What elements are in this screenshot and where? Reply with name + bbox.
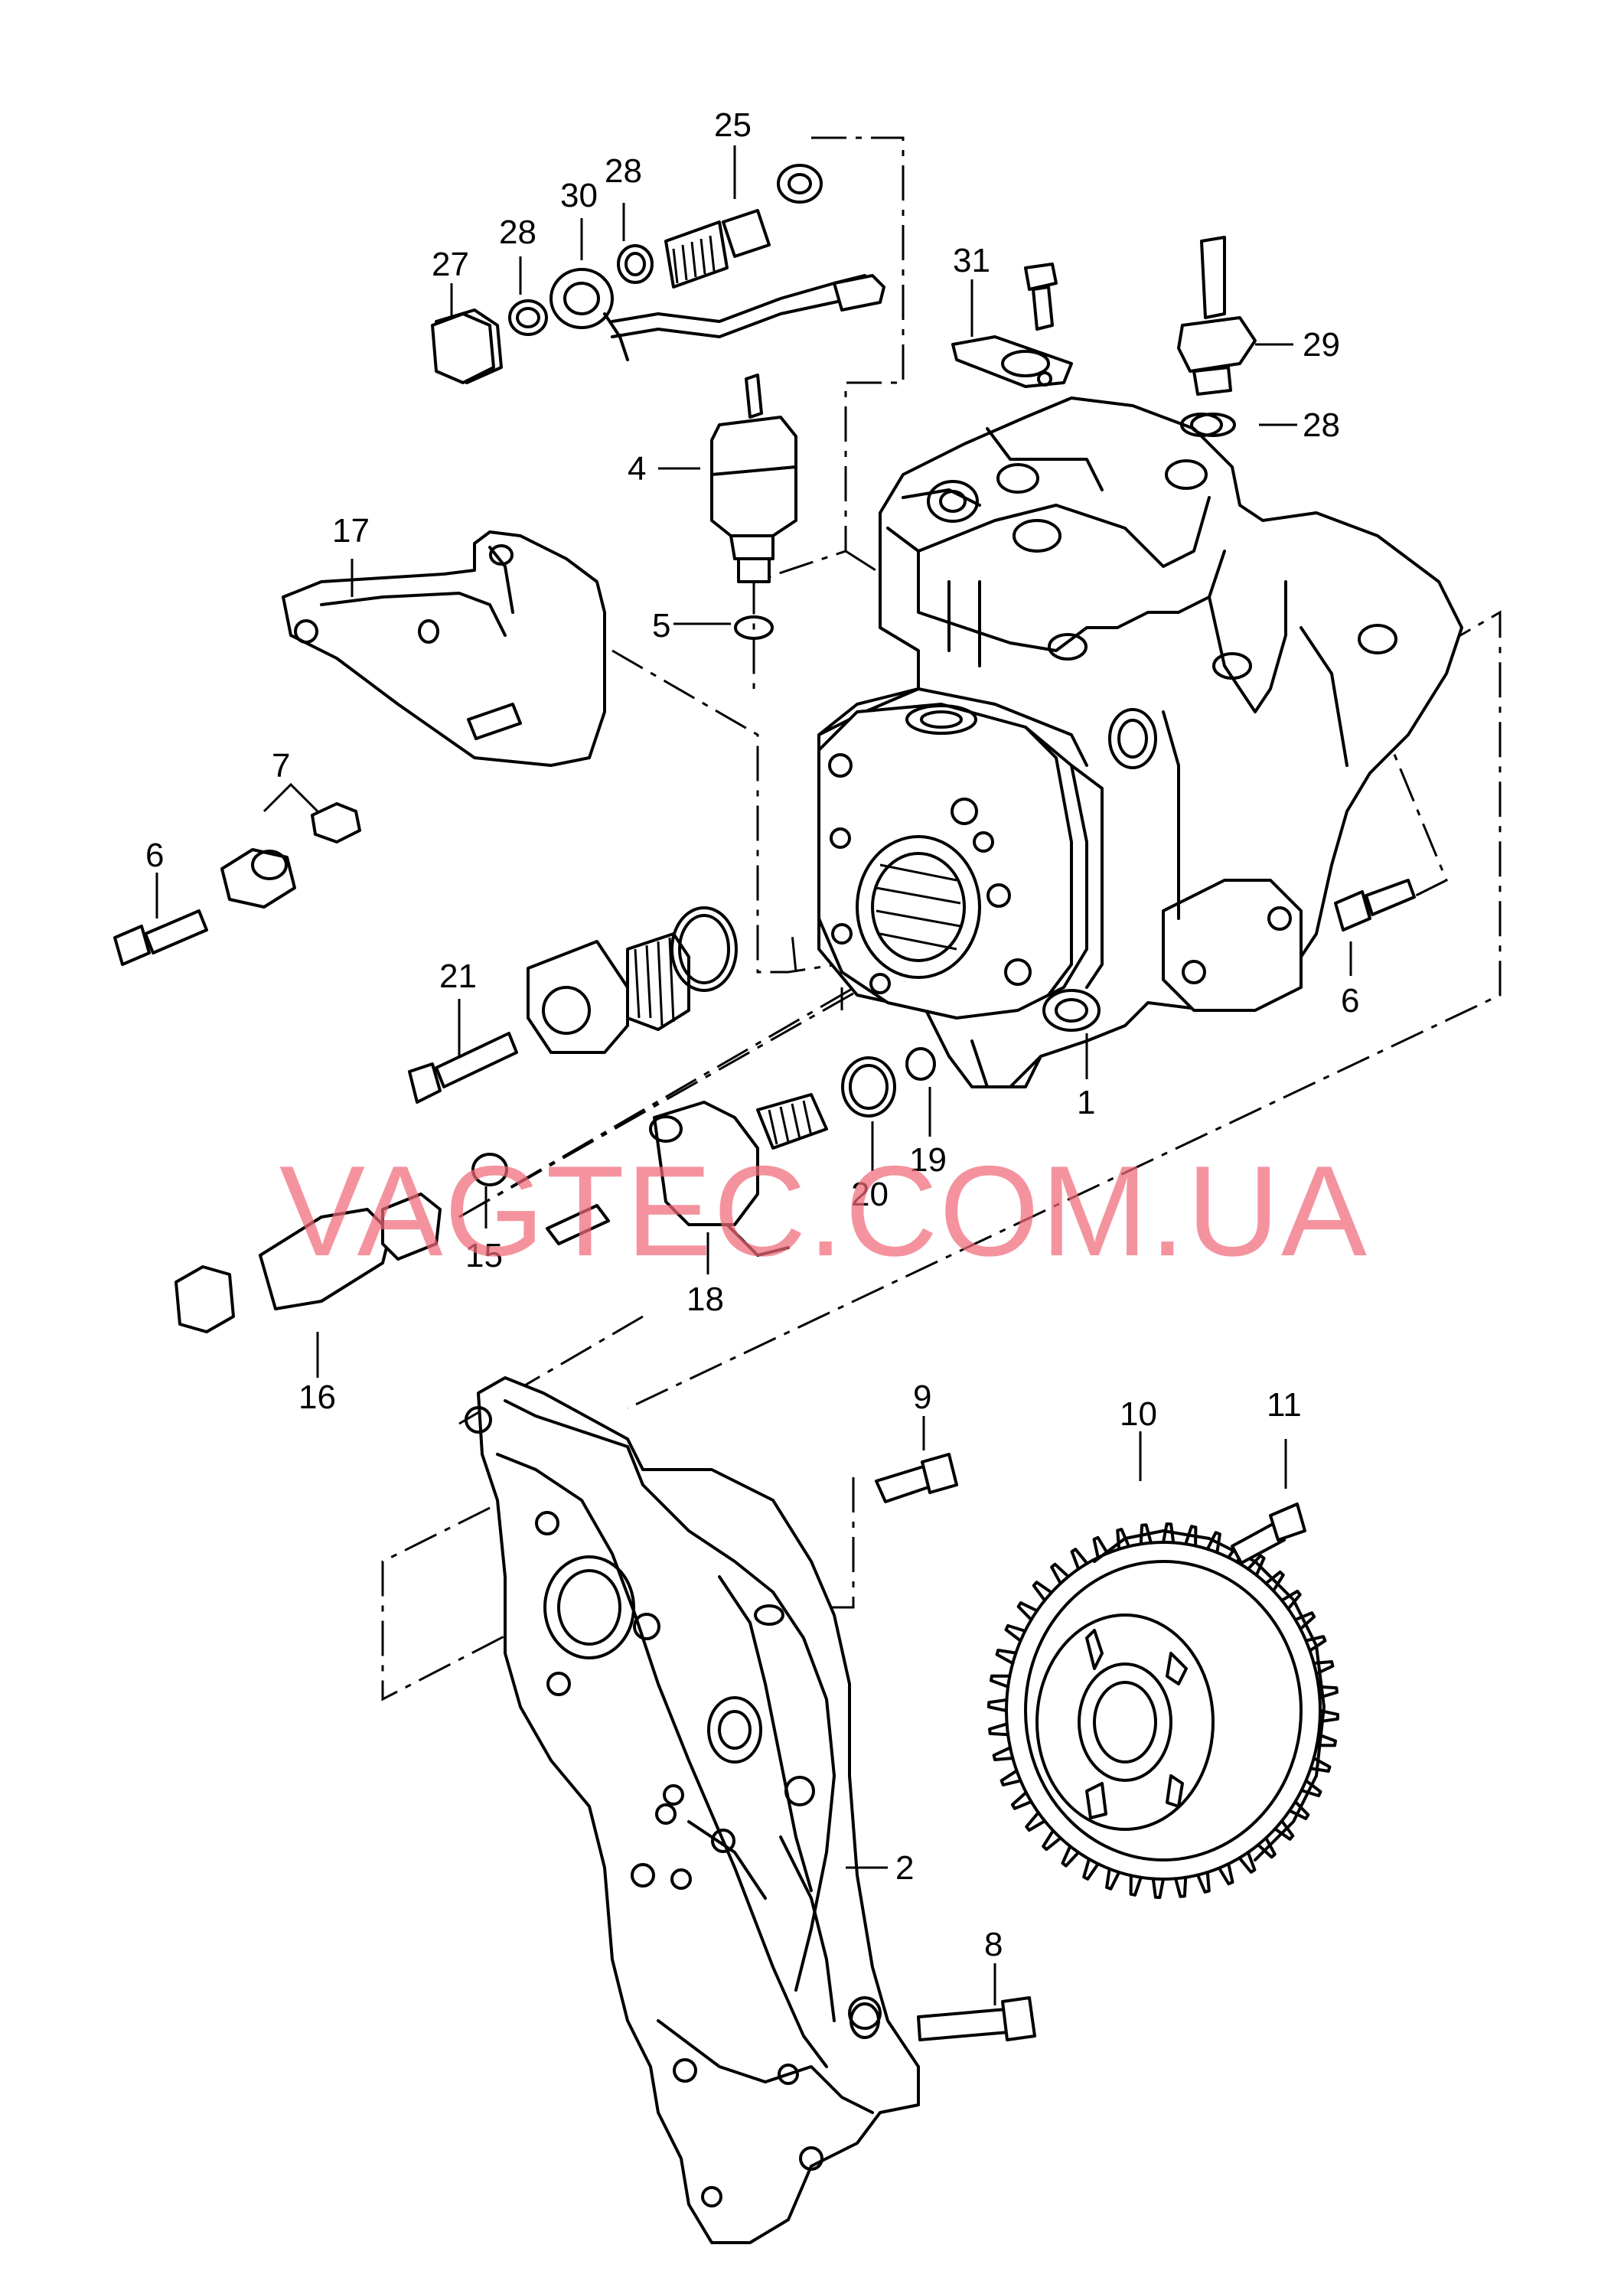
callout-6-left: 6 [145,837,164,874]
gear-tooth [1105,1867,1121,1891]
gear-tooth [995,1649,1018,1665]
injection-pump [817,396,1463,1088]
callout-28-left: 28 [499,214,536,251]
gear-tooth [1025,1811,1047,1832]
callout-7: 7 [272,747,290,785]
callout-28-mid: 28 [605,152,642,190]
gear-tooth [1151,1877,1165,1899]
callout-25: 25 [714,106,752,144]
fasteners [113,312,1416,2041]
gear-tooth [990,1674,1012,1689]
callout-17: 17 [332,512,370,550]
callout-9: 9 [913,1379,931,1416]
callout-labels: 1 2 4 5 6 6 7 8 9 10 11 15 16 17 18 19 2… [145,106,1359,1963]
gear-tooth [1070,1548,1089,1571]
callout-29: 29 [1303,326,1340,364]
gear-tooth [987,1698,1009,1712]
gear-tooth [1205,1531,1221,1555]
gear-tooth [1304,1635,1327,1653]
watermark-text: VAGTEC.COM.UA [279,1139,1368,1283]
callout-30: 30 [560,177,598,214]
callout-21: 21 [439,958,477,995]
callout-6-right: 6 [1341,982,1359,1020]
gear-tooth [1238,1851,1257,1874]
gear-tooth [1315,1733,1337,1747]
banjo-line-assembly [435,164,885,384]
callout-20: 20 [851,1176,889,1213]
pump-gear [987,1522,1339,1899]
gear-tooth [1309,1757,1332,1773]
callout-11: 11 [1267,1386,1302,1424]
callout-4: 4 [628,450,646,488]
gear-tooth [1264,1570,1285,1593]
gear-tooth [1184,1525,1198,1548]
gear-tooth [1316,1685,1339,1699]
callout-2: 2 [895,1849,914,1887]
leader-lines [155,145,1352,2005]
gear-tooth [1318,1709,1339,1724]
gear-tooth [1092,1535,1109,1559]
gear-tooth [1061,1845,1081,1868]
gear-tooth [1174,1875,1188,1898]
gear-tooth [1010,1790,1033,1810]
gear-tooth [1129,1874,1143,1897]
gear-tooth [1273,1819,1295,1841]
callout-10: 10 [1120,1395,1157,1433]
bracket-plate [282,530,606,767]
gear-tooth [988,1722,1010,1737]
callout-8: 8 [984,1926,1003,1963]
gear-tooth [1162,1522,1176,1545]
gear-tooth [1000,1769,1022,1786]
gear-tooth [1032,1581,1053,1602]
gear-tooth [1116,1528,1130,1551]
gear-tooth [1196,1871,1211,1894]
pump-bracket [465,1376,920,2244]
callout-27: 27 [432,246,469,283]
gear-tooth [1257,1836,1277,1859]
gear-tooth [1082,1857,1100,1881]
cable-clamp [951,263,1073,388]
temperature-sender [1177,236,1257,437]
gear-tooth [992,1746,1015,1761]
gear-tooth [1050,1562,1070,1585]
callout-5: 5 [652,607,670,644]
callout-15: 15 [465,1237,503,1274]
gear-tooth [1139,1523,1153,1546]
callout-18: 18 [686,1281,724,1318]
callout-28-right: 28 [1303,406,1340,444]
gear-tooth [1288,1799,1310,1820]
gear-tooth [1312,1660,1335,1675]
gear-tooth [1246,1554,1266,1577]
gear-tooth [1004,1623,1027,1643]
gear-tooth [1016,1601,1039,1622]
gear-tooth [1280,1589,1302,1610]
stop-solenoid [710,374,797,583]
gear-tooth [1300,1779,1322,1798]
gear-tooth [1218,1862,1234,1886]
callout-31: 31 [953,242,990,279]
gear-tooth [1042,1829,1062,1852]
callout-19: 19 [909,1141,947,1179]
gear-tooth [1293,1611,1316,1631]
callout-1: 1 [1077,1084,1095,1121]
callout-16: 16 [298,1379,336,1416]
